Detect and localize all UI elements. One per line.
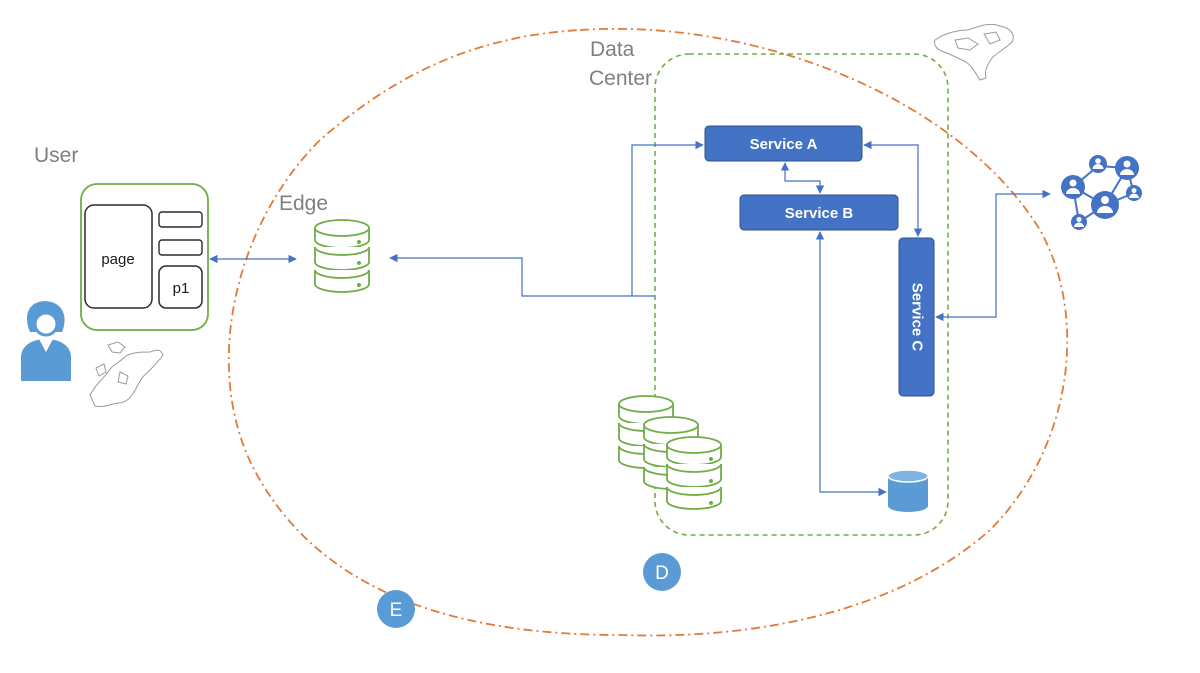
social-network-icon [1061,155,1142,230]
service-b: Service B [739,194,899,231]
service-b-label: Service B [785,205,854,222]
network-node-2 [1089,155,1107,173]
arrow-dc-edge [389,253,655,297]
arrow-to-service-a [631,140,704,296]
panel-block-p1 [158,265,203,309]
badge-e-label: E [390,600,403,621]
network-node-3 [1115,156,1139,180]
network-node-4 [1091,191,1119,219]
badge-e: E [377,590,415,628]
europe-map-icon [89,341,164,408]
person-icon [21,301,71,381]
arrow-service-a-b [780,162,825,194]
datacenter-server-stack-3 [666,436,722,510]
datacenter-label-line2: Center [589,67,652,90]
badge-d-label: D [655,563,669,584]
badge-d: D [643,553,681,591]
page-label: page [101,251,134,268]
network-node-6 [1071,214,1087,230]
network-node-5 [1126,185,1142,201]
server-stack-icon [314,219,370,293]
service-c: Service C [898,237,935,397]
network-node-1 [1061,175,1085,199]
arrow-network-service-c [935,189,1051,322]
service-a: Service A [704,125,863,162]
service-a-label: Service A [750,136,818,153]
panel-label-p1: p1 [173,280,190,297]
edge-boundary [227,28,1069,637]
service-c-label: Service C [909,283,926,352]
page-block [84,204,153,309]
panel-bar-2 [158,239,203,256]
panel-bar-1 [158,211,203,228]
datacenter-boundary [654,53,949,536]
arrow-service-b-db [815,231,887,497]
user-label: User [34,144,78,167]
edge-label: Edge [279,192,328,215]
arrow-service-a-c [863,140,923,237]
browser-window: page p1 [80,183,209,331]
database-icon [887,469,929,512]
datacenter-label-line1: Data [590,38,635,61]
north-america-map-icon [934,23,1014,81]
